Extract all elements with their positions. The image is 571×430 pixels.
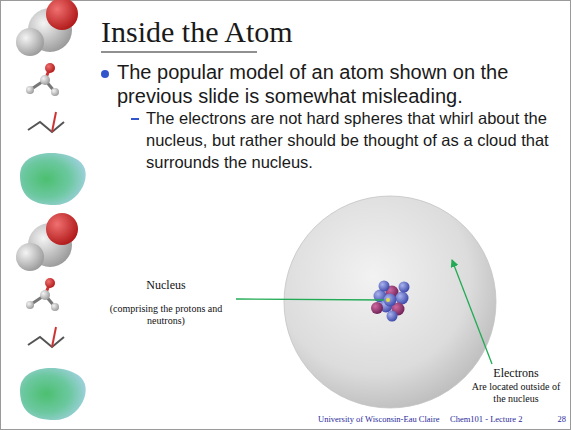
- part-label: Electrons: [466, 366, 566, 380]
- part-note: (comprising the protons and neutrons): [98, 303, 234, 327]
- sub-bullet-dash: [131, 118, 139, 120]
- footer-text: University of Wisconsin-Eau Claire: [318, 414, 468, 424]
- bullet-text: The popular model of an atom shown on th…: [117, 60, 562, 108]
- part-label: Nucleus: [98, 278, 234, 292]
- sub-bullet-text: The electrons are not hard spheres that …: [146, 107, 562, 173]
- page-number: 28: [548, 414, 566, 424]
- slide-title: Inside the Atom: [101, 14, 401, 50]
- part-note: Are located outside of the nucleus: [466, 381, 566, 405]
- footer-text: Chem101 - Lecture 2: [450, 414, 540, 424]
- bullet-dot: [101, 70, 109, 78]
